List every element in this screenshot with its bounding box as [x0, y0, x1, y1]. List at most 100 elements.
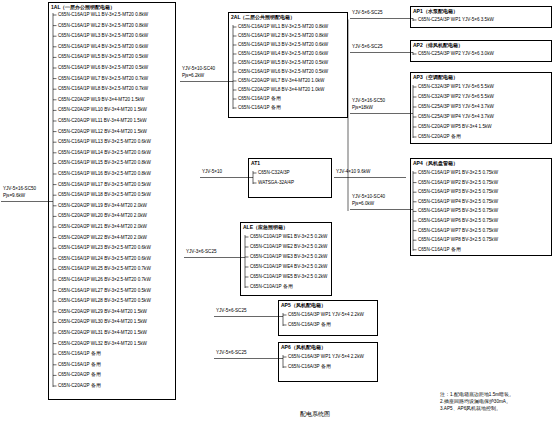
circuit-wire — [53, 269, 57, 270]
circuit-label: C65N-C16A/1P WP3 BV-3×2.5 0.75kW — [418, 189, 498, 195]
circuit-label: C65N-C16A/1P WL28 BV-3×2.5-MT20 0.5kW — [58, 298, 151, 304]
circuit-wire — [53, 121, 57, 122]
circuit-wire — [53, 152, 57, 153]
panel-box: 1AL（一层办公照明配电箱） — [48, 2, 176, 400]
circuit-label: YJV-4×10 9.6kW — [336, 169, 370, 175]
circuit-label: C65N-C32A/3P WP2 YJV-5×6 5.5kW — [418, 94, 494, 100]
circuit-label: C65N-C16A/1P WL5 BV-3×2.5-MT20 0.5kW — [58, 54, 148, 60]
panel-title: ALE（应急照明箱） — [241, 223, 331, 231]
circuit-wire — [53, 343, 57, 344]
circuit-label: C65N-C16A/1P WL2 BV-3×2.5-MT20 0.8kW — [238, 33, 328, 39]
circuit-label: C65N-C10A/1P WE1 BV-3×2.5 0.2kW — [250, 234, 327, 240]
circuit-wire — [53, 290, 57, 291]
circuit-label: C65N-C20A/2P WL11 BV-3×4-MT20 1.5kW — [58, 118, 147, 124]
circuit-wire — [233, 27, 237, 28]
circuit-wire — [413, 173, 417, 174]
circuit-label: C65N-C16A/1P WL3 BV-3×2.5-MT20 0.6kW — [58, 33, 148, 39]
circuit-wire — [245, 277, 249, 278]
circuit-label: C65N-C16A/1P 备用 — [58, 351, 101, 357]
circuit-wire — [53, 364, 57, 365]
circuit-wire — [413, 230, 417, 231]
circuit-label: C65N-C16A/1P WL1 BV-3×2.5-MT20 0.8kW — [58, 12, 148, 18]
circuit-wire — [53, 195, 57, 196]
circuit-wire — [53, 142, 57, 143]
circuit-label: C65N-C20A/2P WL7 BV-3×4-MT20 1.0kW — [238, 78, 324, 84]
circuit-wire — [413, 54, 417, 55]
circuit-wire — [413, 192, 417, 193]
circuit-wire — [53, 46, 57, 47]
circuit-label: YJV-5×16-SC50 — [352, 98, 385, 104]
circuit-wire — [233, 63, 237, 64]
circuit-wire — [413, 20, 417, 21]
circuit-wire — [413, 127, 417, 128]
circuit-label: C65N-C20A/2P WL12 BV-3×4-MT20 1.5kW — [58, 129, 147, 135]
circuit-wire — [233, 108, 237, 109]
circuit-label: C65N-C16A/1P WP4 BV-3×2.5 0.75kW — [418, 199, 498, 205]
circuit-wire — [413, 240, 417, 241]
circuit-label: C65N-C20A/2P WL29 BV-3×4-MT20 1.5kW — [58, 309, 147, 315]
circuit-label: C65N-C16A/1P WL13 BV-3×2.5-MT20 0.6kW — [58, 139, 151, 145]
circuit-label: Pjs=6.2kW — [182, 73, 204, 79]
circuit-wire — [53, 15, 57, 16]
circuit-wire — [53, 184, 57, 185]
panel-title: AP4（风机盘管箱） — [411, 159, 551, 167]
circuit-wire — [53, 131, 57, 132]
circuit-wire — [53, 248, 57, 249]
panel-title: AP3（空调配电箱） — [411, 73, 551, 81]
circuit-label: C65N-C16A/1P WL27 BV-3×2.5-MT20 0.5kW — [58, 288, 151, 294]
circuit-wire — [53, 227, 57, 228]
circuit-wire — [233, 90, 237, 91]
circuit-wire — [214, 358, 283, 359]
circuit-wire — [53, 354, 57, 355]
circuit-label: YJV-5×10 — [202, 169, 222, 175]
circuit-wire — [53, 57, 57, 58]
circuit-wire — [413, 97, 417, 98]
circuit-label: C65N-C16A/1P WP8 BV-3×2.5 0.75kW — [418, 237, 498, 243]
circuit-label: C65N-C16A/1P WL6 BV-3×2.5-MT20 0.5kW — [58, 65, 148, 71]
circuit-wire — [233, 45, 237, 46]
circuit-wire — [245, 257, 249, 258]
circuit-label: C65N-C16A/1P WL25 BV-3×2.5-MT20 0.7kW — [58, 266, 151, 272]
circuit-label: C65N-C16A/1P WL6 BV-3×2.5-MT20 0.5kW — [238, 69, 328, 75]
panel-title: AP6（风机配电箱） — [279, 343, 377, 351]
circuit-wire — [413, 117, 417, 118]
circuit-wire — [53, 174, 57, 175]
circuit-label: C65N-C16A/1P WL16 BV-3×2.5-MT20 0.8kW — [58, 171, 151, 177]
circuit-wire — [1, 201, 53, 202]
circuit-label: C65N-C16A/3P WP1 YJV-5×4 2.2kW — [288, 354, 364, 360]
circuit-label: YJV-5×6-SC25 — [352, 44, 383, 50]
circuit-wire — [350, 52, 413, 53]
circuit-label: YJV-5×6-SC25 — [352, 10, 383, 16]
circuit-label: YJV-5×6-SC25 — [216, 350, 247, 356]
circuit-wire — [245, 287, 249, 288]
panel-box: AP6（风机配电箱） — [278, 342, 378, 382]
circuit-wire — [413, 249, 417, 250]
circuit-label: C65N-C20A/2P WL30 BV-3×4-MT20 1.5kW — [58, 319, 147, 325]
circuit-label: C65N-C16A/1P WL26 BV-3×2.5-MT20 0.7kW — [58, 277, 151, 283]
circuit-label: C65N-C16A/1P 备用 — [418, 247, 461, 253]
circuit-label: C65N-C20A/2P WL19 BV-3×4-MT20 2.0kW — [58, 203, 147, 209]
circuit-label: C65N-C16A/1P WL17 BV-3×2.5-MT20 0.5kW — [58, 182, 151, 188]
circuit-label: C65N-C10A/1P WE5 BV-3×2.5 0.2kW — [250, 274, 327, 280]
circuit-label: C65N-C16A/1P WL5 BV-3×2.5-MT20 0.5kW — [238, 60, 328, 66]
circuit-label: C65N-C25A/3P WP1 YJV-5×6 3.5kW — [418, 17, 494, 23]
circuit-wire — [413, 201, 417, 202]
panel-title: 1AL（一层办公照明配电箱） — [49, 3, 175, 11]
circuit-wire — [233, 36, 237, 37]
circuit-label: C65N-C20A/2P 备用 — [58, 372, 101, 378]
circuit-label: C65N-C20A/2P WP5 BV-3×4 1.5kW — [418, 124, 492, 130]
circuit-label: C65N-C20A/2P 备用 — [418, 134, 461, 140]
circuit-wire — [53, 36, 57, 37]
circuit-wire — [350, 209, 413, 210]
circuit-label: YJV-5×16-SC50 — [3, 186, 36, 192]
circuit-wire — [283, 325, 287, 326]
circuit-label: C65N-C20A/2P WL20 BV-3×4-MT20 2.0kW — [58, 213, 147, 219]
circuit-label: C65N-C16A/1P WP5 BV-3×2.5 0.75kW — [418, 208, 498, 214]
circuit-label: C65N-C20A/2P WL8 BV-3×4-MT20 1.0kW — [238, 87, 324, 93]
panel-title: AP2（排风机配电箱） — [411, 41, 551, 49]
circuit-wire — [413, 221, 417, 222]
circuit-wire — [245, 237, 249, 238]
circuit-wire — [233, 54, 237, 55]
drawing-caption: 配电系统图 — [300, 410, 330, 419]
circuit-wire — [413, 211, 417, 212]
